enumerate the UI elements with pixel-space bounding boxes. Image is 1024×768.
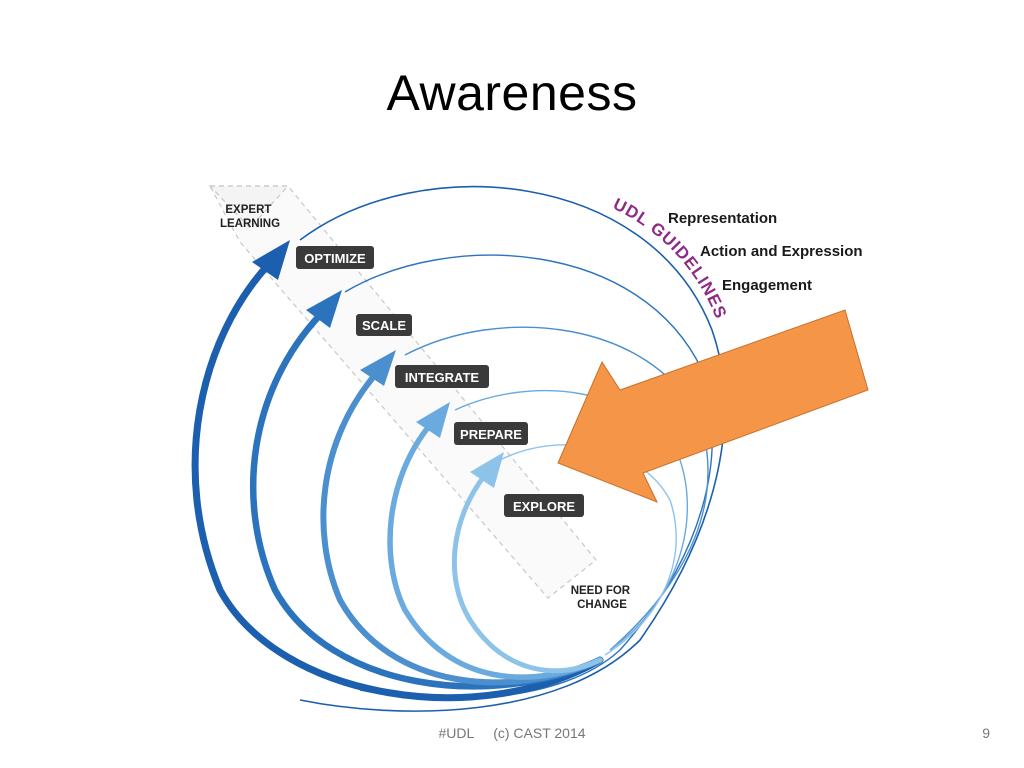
svg-text:INTEGRATE: INTEGRATE xyxy=(405,370,479,385)
svg-text:OPTIMIZE: OPTIMIZE xyxy=(304,251,366,266)
spiral-arrow-1 xyxy=(191,261,604,702)
stage-badge-prepare: PREPARE xyxy=(454,422,528,445)
page-number: 9 xyxy=(982,725,990,741)
slide-title: Awareness xyxy=(386,65,638,121)
stage-badge-optimize: OPTIMIZE xyxy=(296,246,374,269)
guideline-engagement: Engagement xyxy=(722,277,812,294)
need-for-change-label: NEED FOR CHANGE xyxy=(571,585,634,611)
stage-badge-explore: EXPLORE xyxy=(504,494,584,517)
svg-text:SCALE: SCALE xyxy=(362,318,406,333)
callout-arrow xyxy=(557,309,869,503)
footer-caption: #UDL (c) CAST 2014 xyxy=(438,725,586,741)
svg-text:PREPARE: PREPARE xyxy=(460,427,522,442)
svg-text:EXPLORE: EXPLORE xyxy=(513,499,575,514)
spiral-arrow-2 xyxy=(250,311,604,690)
spiral-arrow-3 xyxy=(320,372,603,686)
stage-badge-scale: SCALE xyxy=(356,314,412,336)
arrowhead-2 xyxy=(306,290,342,328)
progression-band xyxy=(208,185,597,599)
spiral-arrows xyxy=(191,261,604,702)
ring-outline-5 xyxy=(499,444,677,656)
arrowhead-1 xyxy=(252,240,290,280)
stage-badge-integrate: INTEGRATE xyxy=(395,365,489,388)
arrowhead-4 xyxy=(416,402,450,438)
spiral-arrow-4 xyxy=(387,422,603,680)
guideline-representation: Representation xyxy=(668,210,777,227)
spiral-arrow-5 xyxy=(451,472,603,674)
spiral-arrowheads xyxy=(252,240,504,488)
arrowhead-5 xyxy=(470,452,504,488)
expert-learning-label: EXPERT LEARNING xyxy=(220,204,280,230)
guideline-action-expression: Action and Expression xyxy=(700,243,863,260)
arrowhead-3 xyxy=(360,350,396,386)
